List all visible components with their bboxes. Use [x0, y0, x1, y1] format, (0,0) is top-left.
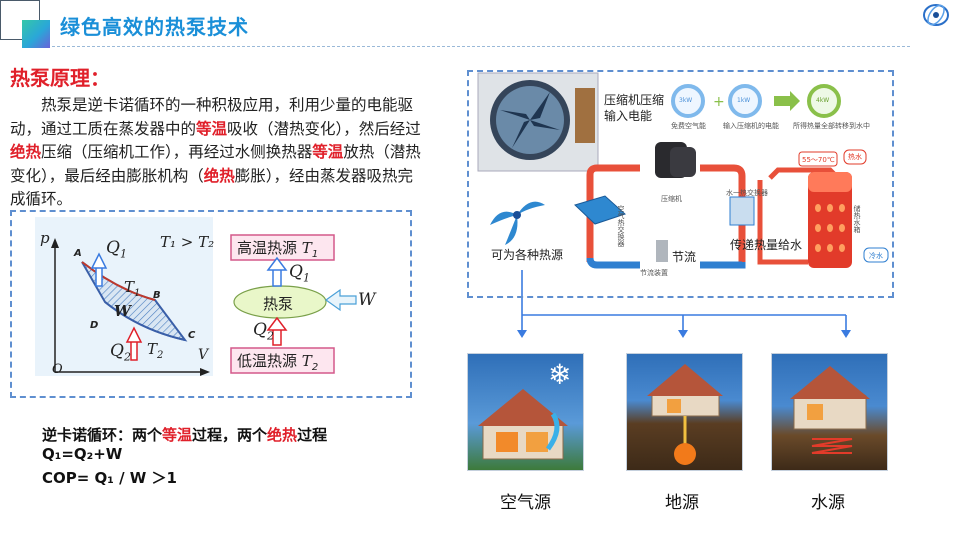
pump-work-label: W [358, 290, 376, 310]
water-source-house-icon [790, 366, 870, 454]
distribution-arrows [521, 270, 847, 330]
q1-arrow-icon [90, 252, 108, 287]
high-temp-source-label: 高温热源 T1 [237, 239, 319, 260]
system-schematic-frame [467, 70, 894, 298]
pump-q2-label: Q2 [253, 320, 274, 343]
header-divider [52, 46, 910, 47]
air-source-house-icon: ❄ [478, 358, 571, 460]
arrowheads-icon [517, 330, 851, 338]
heat-pump-diagram [230, 234, 357, 374]
highlight-term: 绝热 [203, 166, 235, 185]
hot-water-tag: 热水 [848, 153, 862, 161]
pump-q1-label: Q1 [289, 262, 310, 285]
paragraph-text: 压缩（压缩机工作），再经过水侧换热器 [41, 143, 313, 161]
page-title: 绿色高效的热泵技术 [60, 15, 249, 39]
organization-logo-icon [923, 4, 949, 26]
temperature-range: 55～70℃ [802, 156, 835, 164]
throttle-label: 节流 [672, 250, 697, 264]
water-hx-tag: 水一热交换器 [726, 189, 768, 197]
point-d-label: D [90, 320, 99, 331]
principle-title: 热泵原理： [10, 66, 110, 90]
carnot-cycle-statement: 逆卡诺循环：两个等温过程，两个绝热过程 [42, 426, 328, 444]
water-source-label: 水源 [811, 493, 845, 513]
energy-3-value: 4kW [816, 97, 830, 104]
tank-tag: 储热水箱 [853, 205, 861, 233]
ground-source-label: 地源 [665, 493, 699, 513]
paragraph-text: 吸收（潜热变化），然后经过 [227, 119, 421, 138]
air-source-label: 空气源 [500, 493, 551, 513]
diagram-frame [10, 210, 412, 398]
energy-2-caption: 输入压缩机的电能 [723, 122, 779, 130]
energy-1-value: 3kW [679, 97, 693, 104]
paragraph-text: 热泵是逆卡诺循环的一种积极应用，利用少量的电能驱动，通过工质在蒸发器中的 [10, 96, 414, 138]
highlight-term: 等温 [312, 143, 344, 161]
point-b-label: B [153, 290, 161, 301]
compressor-tag: 压缩机 [661, 195, 682, 203]
pv-q1-label: Q1 [106, 238, 127, 261]
pv-t2-label: T2 [147, 340, 164, 361]
pv-q2-label: Q2 [110, 341, 131, 364]
heat-sources-label: 可为各种热源 [491, 248, 564, 262]
energy-1-caption: 免费空气能 [671, 122, 706, 130]
air-source-image: ❄ [467, 353, 584, 471]
energy-balance-formula: Q₁=Q₂+W [42, 445, 123, 463]
ground-source-house-icon [647, 364, 723, 465]
origin-label: O [52, 362, 63, 377]
point-a-label: A [74, 248, 82, 259]
principle-paragraph: 热泵是逆卡诺循环的一种积极应用，利用少量的电能驱动，通过工质在蒸发器中的等温吸收… [10, 94, 422, 212]
low-temp-source-label: 低温热源 T2 [237, 352, 319, 373]
temperature-relation: T₁ > T₂ [160, 233, 215, 251]
energy-3-caption: 所得热量全部转移到水中 [793, 122, 870, 130]
q2-arrow-icon [125, 326, 143, 361]
evaporator-tag: 空气热交换器 [617, 205, 625, 247]
paragraph-text: 膨胀），经由蒸发器吸热完成循环。 [10, 166, 414, 209]
paragraph-text: 放热（潜热变化），最后经由膨胀机构（ [10, 143, 421, 185]
cop-formula: COP= Q₁ / W ＞1 [42, 469, 177, 487]
water-transfer-label: 传递热量给水 [730, 238, 803, 252]
svg-text:❄: ❄ [548, 358, 571, 391]
svg-text:+: + [713, 94, 725, 110]
axis-p-label: p [40, 229, 50, 247]
pv-t1-label: T1 [124, 278, 141, 299]
heat-pump-system-schematic: + [477, 72, 889, 269]
water-source-image [771, 353, 888, 471]
compressor-power-label: 压缩机压缩 输入电能 [604, 93, 665, 123]
highlight-term: 绝热 [10, 143, 42, 161]
axis-v-label: V [198, 347, 209, 363]
header-decor-square [22, 20, 50, 48]
heat-pump-label: 热泵 [263, 295, 294, 313]
isotherm-t1 [81, 261, 156, 301]
cold-water-tag: 冷水 [869, 252, 883, 260]
energy-2-value: 1kW [737, 97, 751, 104]
highlight-term: 等温 [196, 119, 228, 138]
valve-tag: 节流装置 [640, 269, 668, 277]
isotherm-t2 [104, 301, 186, 341]
pv-axes [51, 238, 210, 376]
ground-source-image [626, 353, 743, 471]
pv-work-label: W [114, 302, 131, 320]
point-c-label: C [188, 330, 196, 341]
